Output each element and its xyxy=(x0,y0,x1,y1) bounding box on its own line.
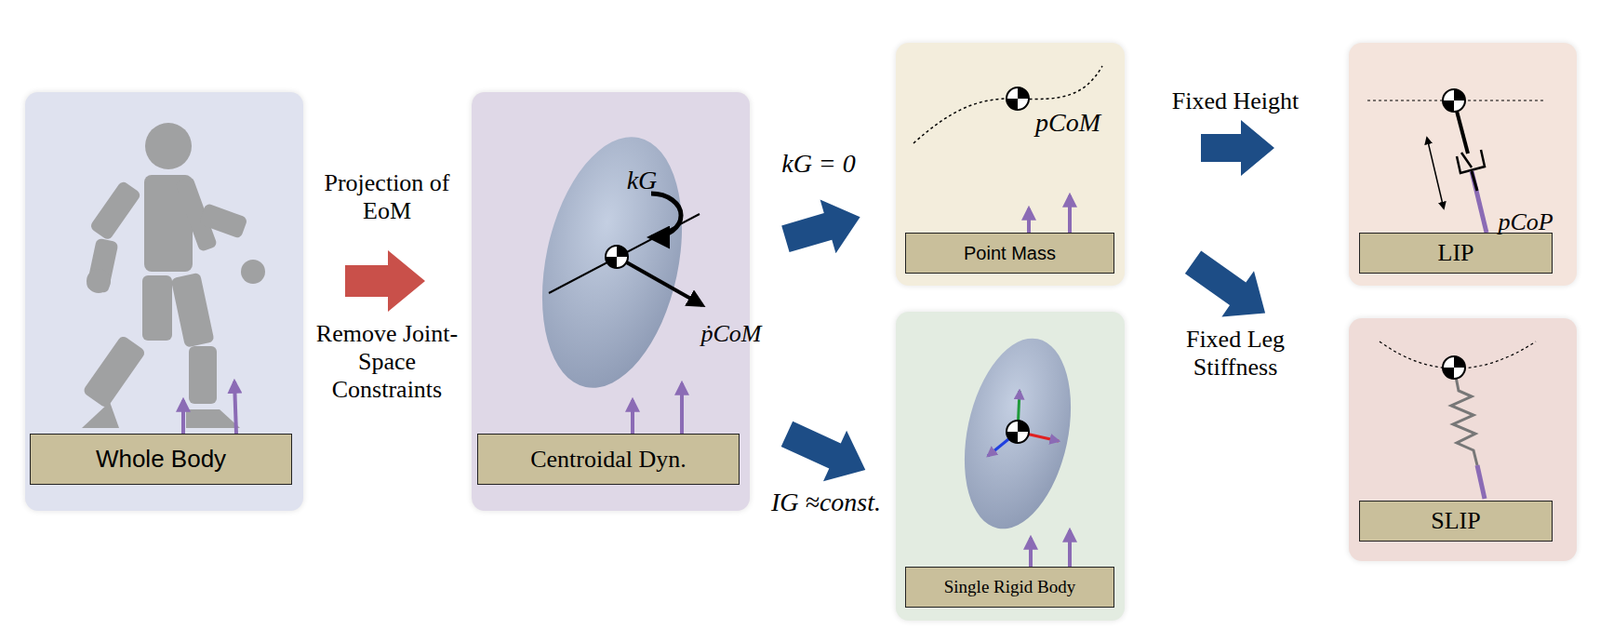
arrow-note: Remove Joint-Space Constraints xyxy=(307,320,467,404)
symbol-label: pCoM xyxy=(1030,107,1106,138)
model-name-box: Whole Body xyxy=(29,433,293,485)
arrow-label: Fixed Leg Stiffness xyxy=(1165,325,1306,382)
arrow-label: kG = 0 xyxy=(762,148,875,179)
model-name-box: Single Rigid Body xyxy=(905,566,1115,608)
humanoid xyxy=(81,122,266,428)
block-arrow xyxy=(1185,251,1266,318)
model-name-box: Point Mass xyxy=(905,232,1115,274)
arrow-label: Projection of EoM xyxy=(307,169,467,226)
model-name-box: Centroidal Dyn. xyxy=(477,433,740,485)
symbol-label: ṗCoM xyxy=(693,320,769,348)
block-arrow xyxy=(781,421,867,482)
arrow-label: IG ≈const. xyxy=(760,487,892,518)
arrow-label: Fixed Height xyxy=(1151,87,1320,116)
body-ellipse xyxy=(520,123,704,401)
block-arrow xyxy=(1200,120,1275,176)
block-arrow xyxy=(345,250,426,312)
block-arrow xyxy=(781,200,860,254)
symbol-label: kG xyxy=(613,165,670,196)
model-name-box: LIP xyxy=(1359,232,1553,274)
symbol-label: pCoP xyxy=(1488,208,1563,237)
model-name-box: SLIP xyxy=(1359,500,1553,542)
